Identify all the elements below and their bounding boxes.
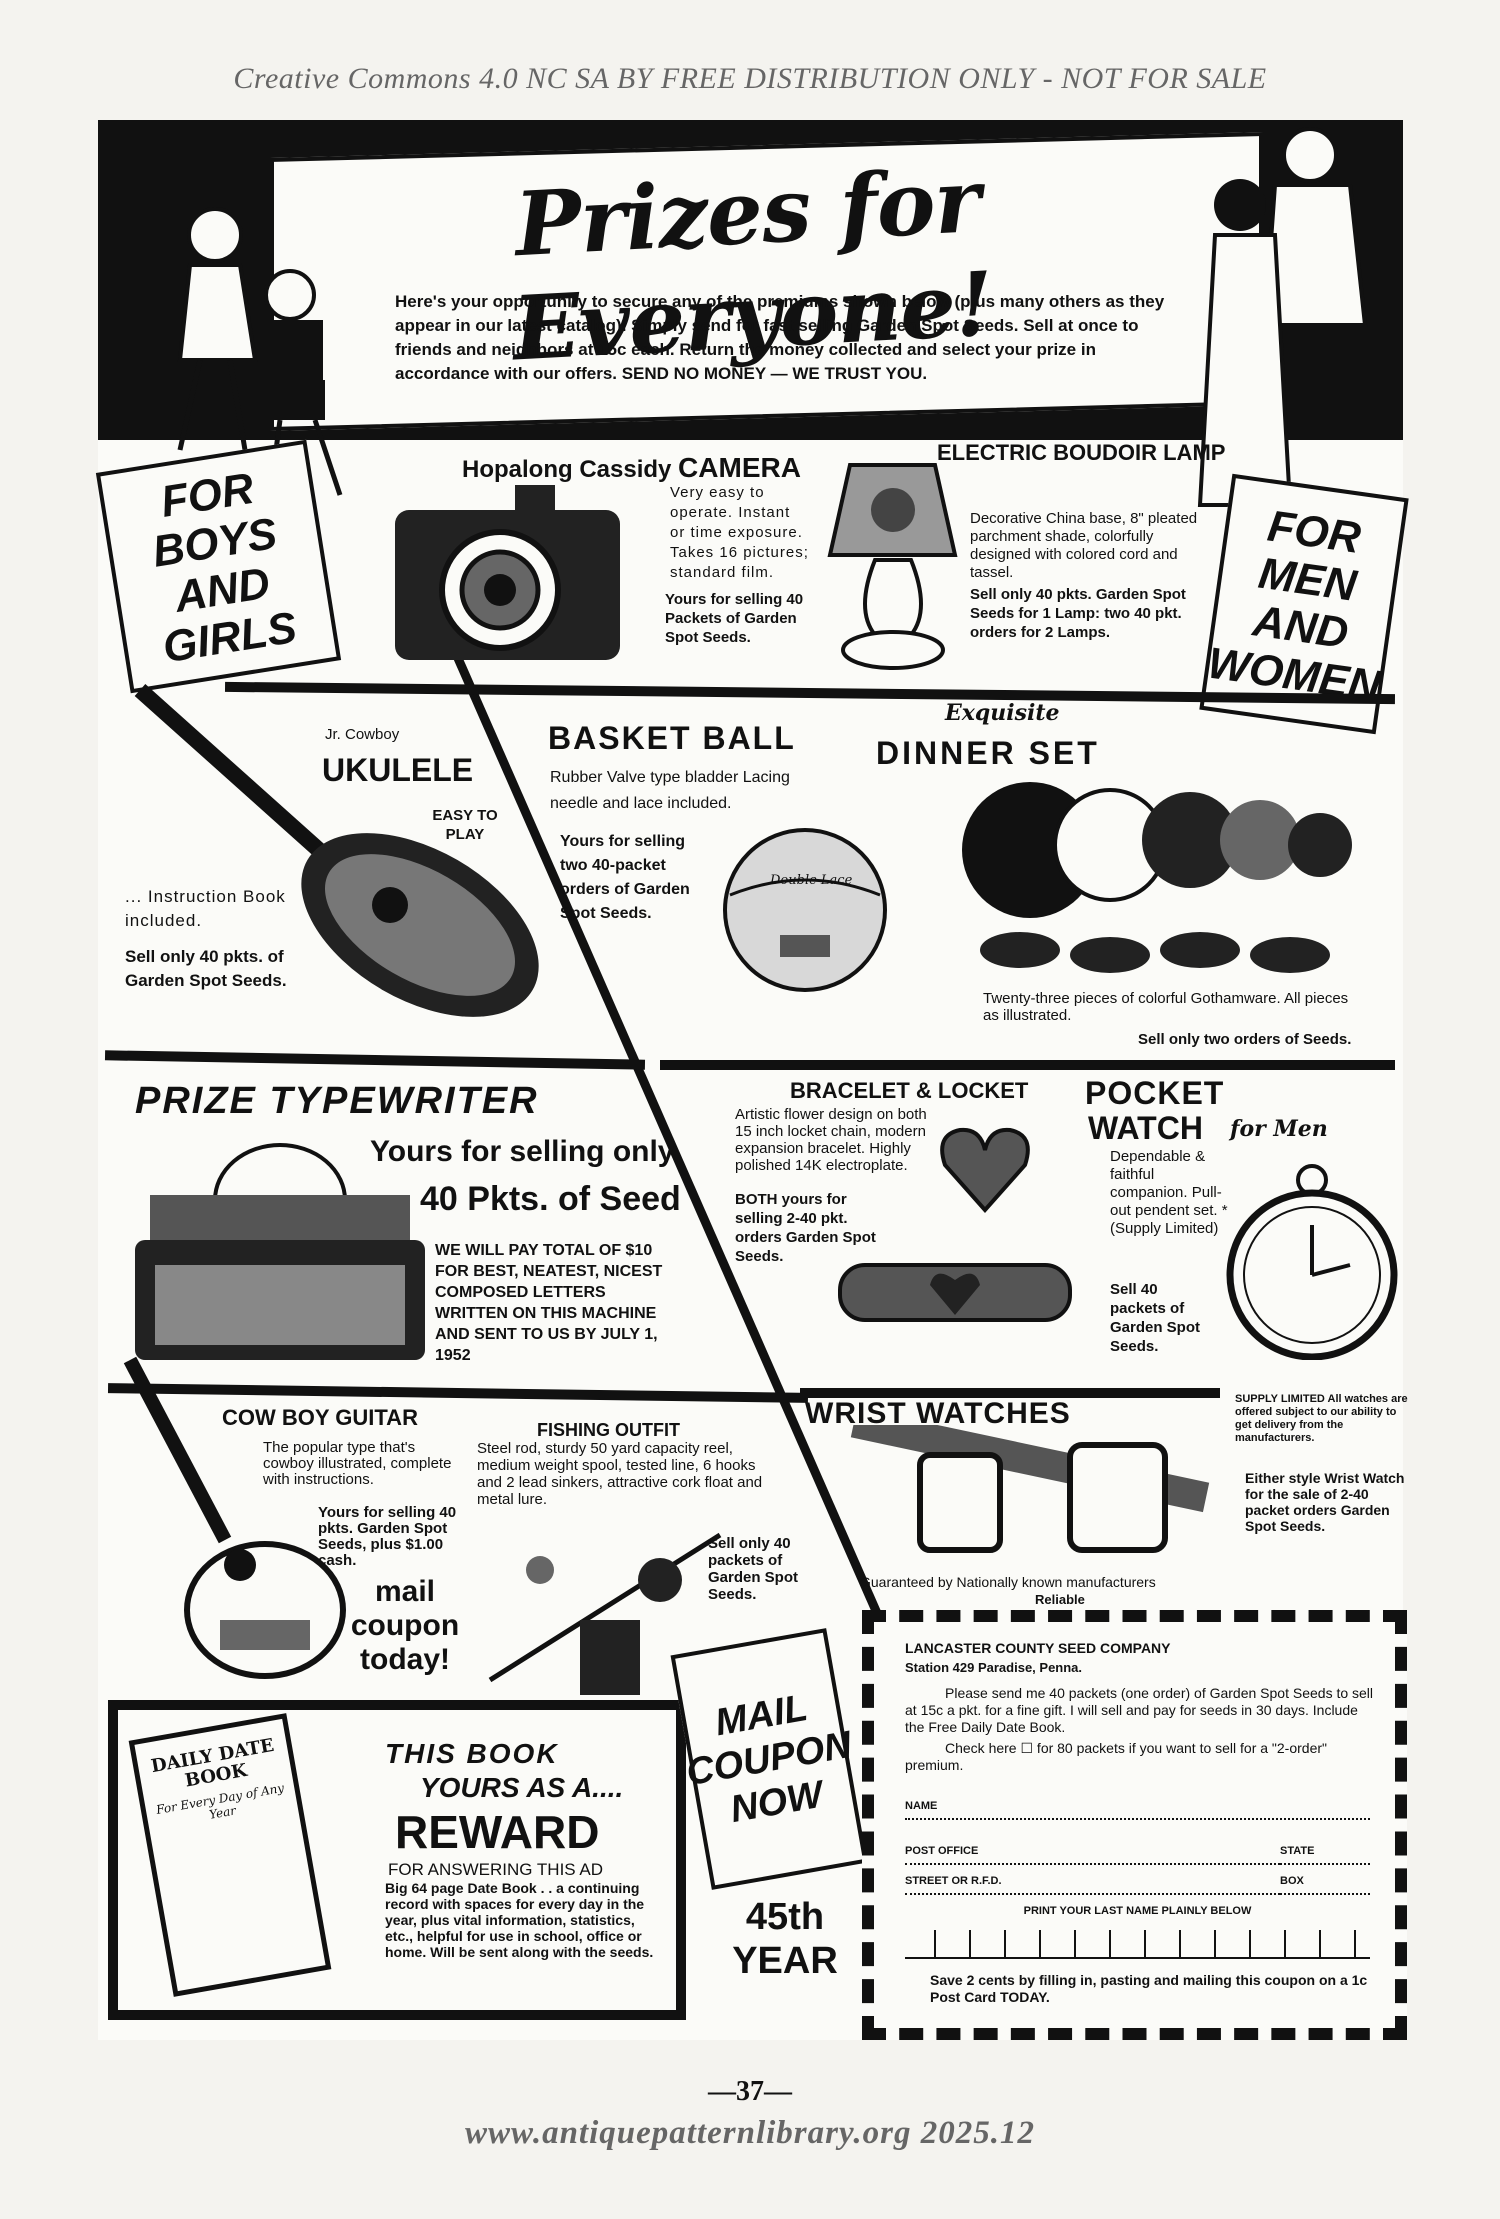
typewriter-title: PRIZE TYPEWRITER <box>135 1080 539 1122</box>
coupon-street-field[interactable]: STREET OR R.F.D. <box>905 1875 1280 1895</box>
dinner-set-icon <box>962 782 1352 973</box>
typewriter-offer-line2: 40 Pkts. of Seed <box>420 1180 681 1218</box>
book-headline1: THIS BOOK <box>385 1738 559 1769</box>
coupon-body: Please send me 40 packets (one order) of… <box>905 1685 1374 1735</box>
coupon-check: Check here ☐ for 80 packets if you want … <box>905 1740 1327 1773</box>
camera-offer: Yours for selling 40 Packets of Garden S… <box>665 591 804 646</box>
coupon-state-label: STATE <box>1280 1845 1315 1857</box>
guitar-offer: Yours for selling 40 pkts. Garden Spot S… <box>318 1504 457 1569</box>
footer-url: www.antiquepatternlibrary.org 2025.12 <box>465 2115 1035 2151</box>
book-headline3: REWARD <box>395 1806 600 1858</box>
guitar-icon <box>123 1356 346 1679</box>
lamp-title: ELECTRIC BOUDOIR LAMP <box>937 440 1226 465</box>
coupon-print-label: PRINT YOUR LAST NAME PLAINLY BELOW <box>1023 1905 1252 1917</box>
guitar-title: COW BOY GUITAR <box>222 1405 418 1430</box>
order-coupon <box>862 1610 1407 2040</box>
pocket-watch-offer: Sell 40 packets of Garden Spot Seeds. <box>1110 1281 1201 1355</box>
bracelet-title: BRACELET & LOCKET <box>790 1078 1029 1103</box>
dinner-set-title: DINNER SET <box>876 735 1100 771</box>
kids-illustration <box>177 207 343 496</box>
license-notice: Creative Commons 4.0 NC SA BY FREE DISTR… <box>233 62 1267 95</box>
ukulele-desc: ... Instruction Book included. <box>125 887 286 930</box>
divider-row-3-right <box>660 1060 1395 1070</box>
wrist-watches-supply-note: SUPPLY LIMITED All watches are offered s… <box>1235 1393 1408 1444</box>
wrist-watches-guarantee: Guaranteed by Nationally known manufactu… <box>860 1574 1156 1590</box>
dinner-set-overline: Exquisite <box>945 700 1060 726</box>
wrist-watches-offer: Either style Wrist Watch for the sale of… <box>1245 1470 1405 1534</box>
basketball-desc: Rubber Valve type bladder Lacing needle … <box>550 769 790 812</box>
coupon-box-label: BOX <box>1280 1875 1304 1887</box>
fishing-outfit-icon <box>488 1532 722 1695</box>
coupon-box-field[interactable]: BOX <box>1280 1875 1370 1895</box>
coupon-name-label: NAME <box>905 1800 938 1812</box>
coupon-post-office-label: POST OFFICE <box>905 1845 979 1857</box>
locket-icon <box>940 1127 1030 1214</box>
fishing-title: FISHING OUTFIT <box>537 1420 680 1440</box>
pocket-watch-icon <box>1226 1164 1398 1360</box>
guitar-desc: The popular type that's cowboy illustrat… <box>263 1439 452 1488</box>
fishing-offer: Sell only 40 packets of Garden Spot Seed… <box>708 1535 799 1603</box>
pocket-watch-title2: WATCH <box>1088 1110 1203 1146</box>
coupon-name-field[interactable]: NAME <box>905 1800 1370 1820</box>
bracelet-desc: Artistic flower design on both 15 inch l… <box>735 1106 927 1174</box>
basketball-title: BASKET BALL <box>548 720 796 756</box>
wrist-watches-title: WRIST WATCHES <box>805 1397 1071 1430</box>
lamp-offer: Sell only 40 pkts. Garden Spot Seeds for… <box>970 586 1186 641</box>
ukulele-subtitle: Jr. Cowboy <box>325 726 400 743</box>
coupon-street-label: STREET OR R.F.D. <box>905 1875 1002 1887</box>
lamp-icon <box>827 463 958 670</box>
coupon-state-field[interactable]: STATE <box>1280 1845 1370 1865</box>
dinner-set-desc: Twenty-three pieces of colorful Gothamwa… <box>983 990 1349 1024</box>
book-headline2: YOURS AS A.... <box>420 1772 624 1803</box>
page-number: —37— <box>708 2076 792 2107</box>
coupon-last-name-boxes[interactable] <box>905 1920 1370 1960</box>
pocket-watch-title1: POCKET <box>1085 1075 1225 1111</box>
camera-title-prefix: Hopalong Cassidy <box>462 456 672 483</box>
wrist-watches-icon <box>850 1425 1210 1553</box>
ukulele-title: UKULELE <box>322 752 474 788</box>
ukulele-icon <box>134 684 539 1017</box>
book-desc-head: FOR ANSWERING THIS AD <box>388 1860 604 1879</box>
guitar-mail-coupon: mail coupon today! <box>350 1575 460 1676</box>
wrist-watches-reliable: Reliable <box>1035 1592 1085 1607</box>
couple-illustration <box>1197 127 1368 507</box>
lamp-desc: Decorative China base, 8" pleated parchm… <box>970 510 1198 581</box>
camera-desc: Very easy to operate. Instant or time ex… <box>670 484 809 581</box>
bracelet-icon <box>838 1263 1072 1322</box>
camera-title-main: CAMERA <box>678 452 801 483</box>
bracelet-offer: BOTH yours for selling 2-40 pkt. orders … <box>735 1191 876 1265</box>
typewriter-offer-line1: Yours for selling only <box>370 1135 675 1168</box>
dinner-set-offer: Sell only two orders of Seeds. <box>1138 1031 1352 1048</box>
pocket-watch-for-men: for Men <box>1230 1116 1328 1142</box>
coupon-company: LANCASTER COUNTY SEED COMPANY <box>905 1640 1171 1656</box>
camera-icon <box>395 485 620 660</box>
typewriter-icon <box>135 1143 425 1360</box>
basketball-label: Double Lace <box>770 873 853 888</box>
camera-title: Hopalong Cassidy CAMERA <box>462 452 801 484</box>
coupon-post-office-field[interactable]: POST OFFICE <box>905 1845 1280 1865</box>
book-desc: Big 64 page Date Book . . a continuing r… <box>385 1880 654 1960</box>
divider-row-4-right <box>800 1388 1220 1398</box>
pocket-watch-desc: Dependable & faithful companion. Pull-ou… <box>1110 1148 1228 1237</box>
coupon-save-note: Save 2 cents by filling in, pasting and … <box>930 1972 1368 2005</box>
fishing-desc: Steel rod, sturdy 50 yard capacity reel,… <box>477 1440 763 1508</box>
typewriter-desc: WE WILL PAY TOTAL OF $10 FOR BEST, NEATE… <box>435 1242 663 1364</box>
ukulele-offer: Sell only 40 pkts. of Garden Spot Seeds. <box>125 947 287 990</box>
anniversary-label: 45th YEAR <box>732 1896 838 1982</box>
tag-boys-girls: FOR BOYS AND GIRLS <box>95 439 342 694</box>
banner-text: Here's your opportunity to secure any of… <box>395 292 1165 383</box>
basketball-icon <box>723 828 887 992</box>
ukulele-easy: EASY TO PLAY <box>432 807 498 843</box>
coupon-address: Station 429 Paradise, Penna. <box>905 1660 1083 1675</box>
basketball-offer: Yours for selling two 40-packet orders o… <box>560 833 690 922</box>
